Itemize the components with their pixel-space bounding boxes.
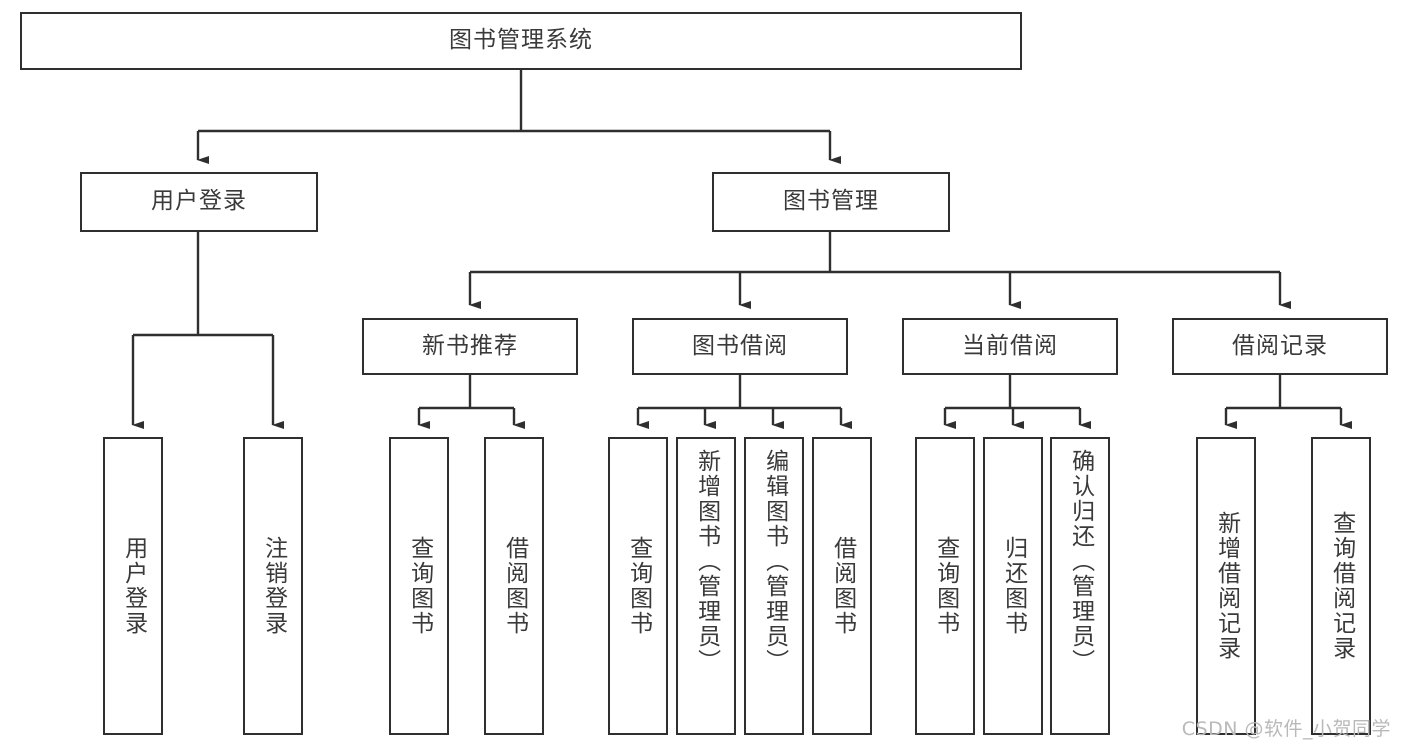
leaf-current-borrow-confirm-return-admin[interactable]: 确认归还（管理员） <box>1050 437 1110 735</box>
node-book-management[interactable]: 图书管理 <box>712 172 950 232</box>
node-current-borrow[interactable]: 当前借阅 <box>902 318 1118 375</box>
node-root-system[interactable]: 图书管理系统 <box>20 12 1022 70</box>
leaf-user-login-logout[interactable]: 注销登录 <box>243 437 303 735</box>
node-user-login[interactable]: 用户登录 <box>80 172 318 232</box>
leaf-borrow-record-query-record[interactable]: 查询借阅记录 <box>1311 437 1371 735</box>
leaf-current-borrow-return-book[interactable]: 归还图书 <box>983 437 1043 735</box>
node-borrow-record[interactable]: 借阅记录 <box>1172 318 1388 375</box>
leaf-book-borrow-borrow-book[interactable]: 借阅图书 <box>812 437 872 735</box>
csdn-watermark: CSDN @软件_小贺同学 <box>1181 718 1391 740</box>
leaf-borrow-record-add-record[interactable]: 新增借阅记录 <box>1196 437 1256 735</box>
leaf-book-borrow-add-book-admin[interactable]: 新增图书（管理员） <box>676 437 736 735</box>
leaf-book-borrow-query-book[interactable]: 查询图书 <box>608 437 668 735</box>
leaf-new-book-borrow-book[interactable]: 借阅图书 <box>484 437 544 735</box>
leaf-user-login-login[interactable]: 用户登录 <box>103 437 163 735</box>
leaf-book-borrow-edit-book-admin[interactable]: 编辑图书（管理员） <box>744 437 804 735</box>
leaf-current-borrow-query-book[interactable]: 查询图书 <box>915 437 975 735</box>
node-book-borrow[interactable]: 图书借阅 <box>632 318 848 375</box>
node-new-book-recommend[interactable]: 新书推荐 <box>362 318 578 375</box>
leaf-new-book-query-book[interactable]: 查询图书 <box>389 437 449 735</box>
